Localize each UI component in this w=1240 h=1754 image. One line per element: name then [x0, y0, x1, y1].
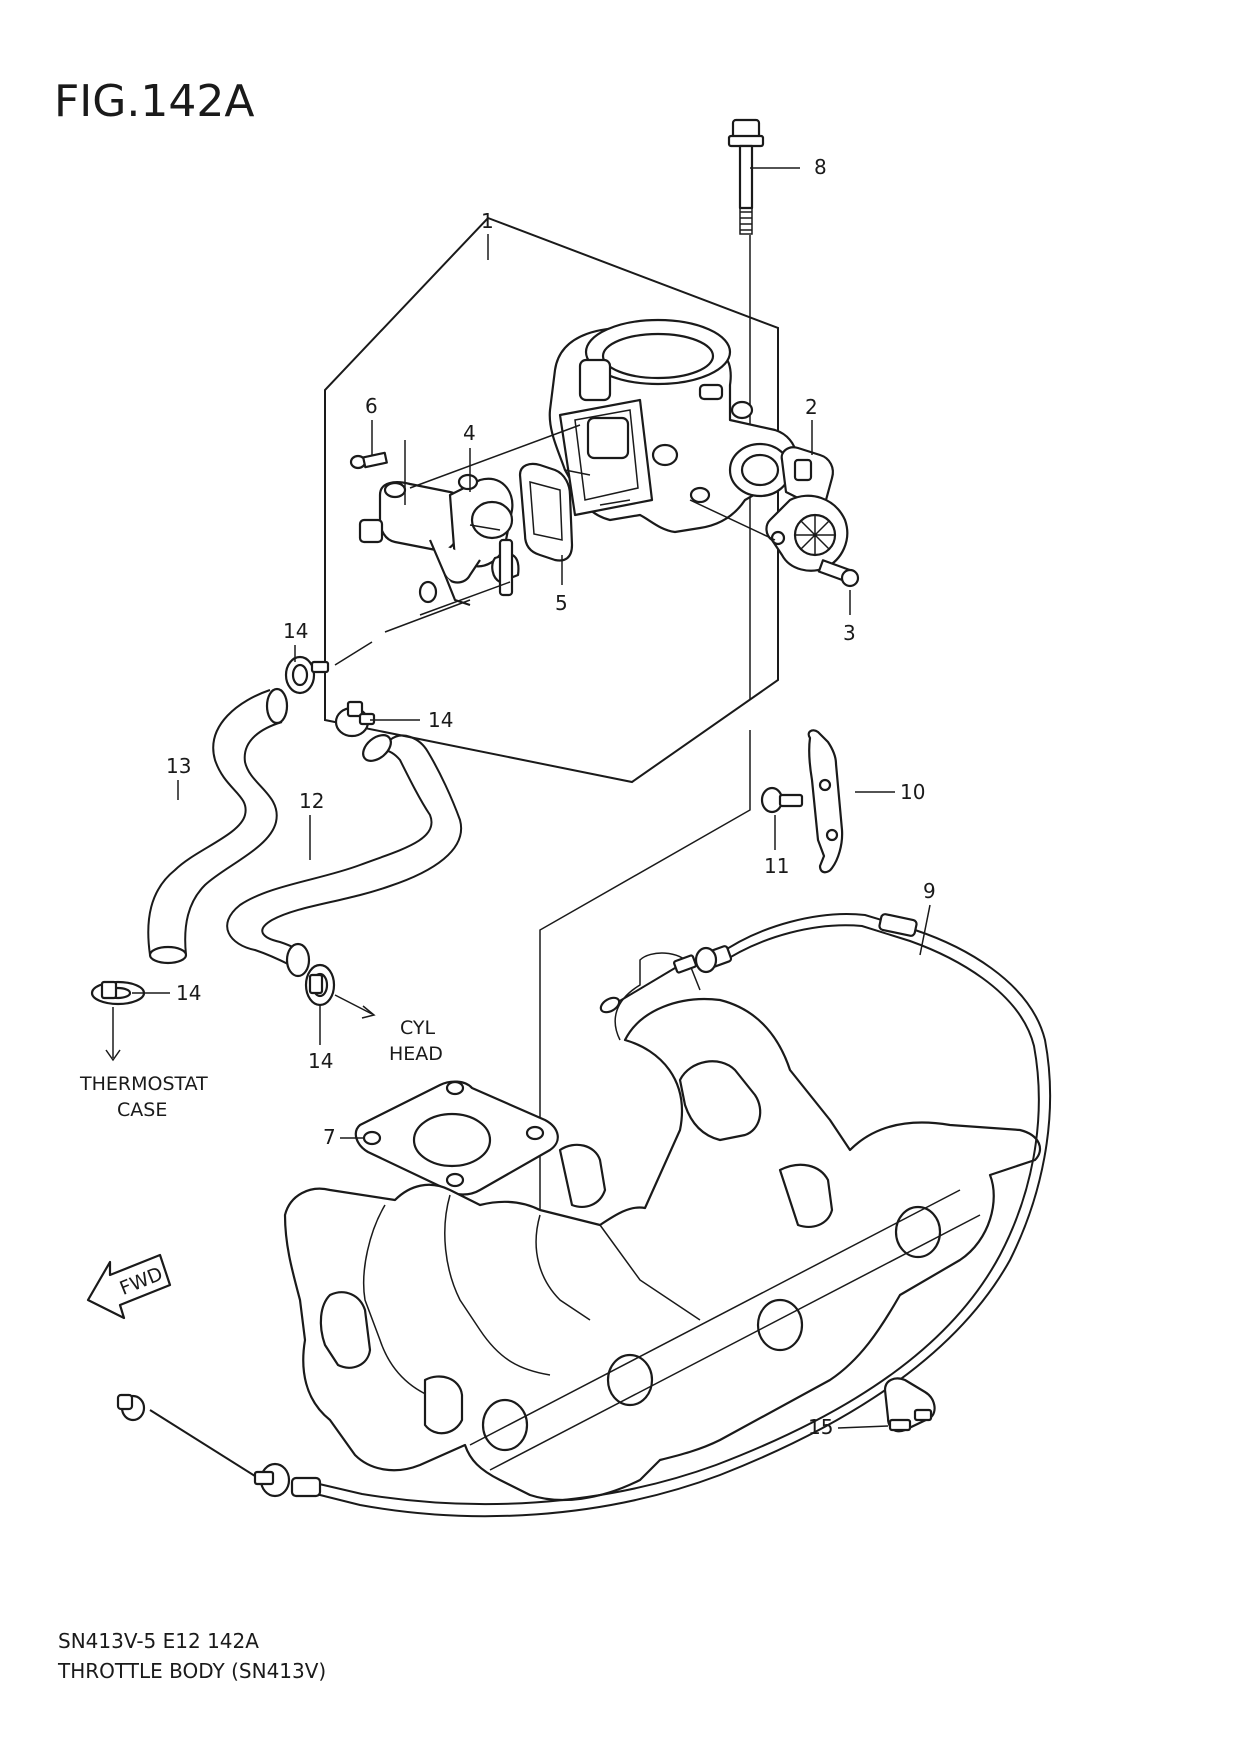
part-8-bolt [727, 118, 765, 235]
figure-code: SN413V-5 E12 142A [58, 1629, 259, 1653]
figure-title: FIG.142A [54, 76, 255, 127]
part-14-clamp-lower-left [90, 980, 146, 1006]
callout-13: 13 [166, 754, 191, 778]
thermostat-case-label-line2: CASE [117, 1099, 167, 1121]
part-9-throttle-cable [116, 913, 1052, 1518]
part-10-bracket [807, 729, 844, 874]
callout-15: 15 [808, 1415, 833, 1439]
part-2-throttle-position-sensor [765, 446, 849, 572]
arrow-to-thermostat-case [105, 1007, 121, 1062]
callout-14-d: 14 [308, 1049, 333, 1073]
part-4-idle-air-control-valve [358, 473, 520, 607]
part-6-screw [349, 451, 388, 470]
part-14-clamp-upper-left [284, 655, 330, 695]
part-11-bolt [760, 786, 804, 814]
intake-manifold [283, 952, 1042, 1502]
callout-7: 7 [323, 1125, 336, 1149]
part-14-clamp-lower-middle [304, 963, 336, 1007]
thermostat-case-label-line1: THERMOSTAT [79, 1073, 208, 1095]
callout-12: 12 [299, 789, 324, 813]
callout-9: 9 [923, 879, 936, 903]
callout-6: 6 [365, 394, 378, 418]
callout-2: 2 [805, 395, 818, 419]
part-15-cable-clip [883, 1377, 936, 1433]
arrow-to-cyl-head [334, 994, 376, 1019]
callout-leaders [132, 167, 931, 1429]
part-1-throttle-body [548, 318, 798, 534]
forward-direction-arrow: FWD [86, 1253, 172, 1320]
figure-name: THROTTLE BODY (SN413V) [58, 1659, 327, 1683]
cyl-head-label-line1: CYL [400, 1017, 436, 1039]
flange-guide-line [539, 730, 751, 1225]
callout-14-a: 14 [283, 619, 308, 643]
callout-5: 5 [555, 591, 568, 615]
callout-3: 3 [843, 621, 856, 645]
callout-10: 10 [900, 780, 925, 804]
part-3-screw [817, 559, 860, 588]
part-14-clamp-upper-right [334, 700, 376, 738]
assembly-group-hexagon [324, 216, 779, 784]
part-13-hose [147, 687, 289, 965]
callout-4: 4 [463, 421, 476, 445]
callout-11: 11 [764, 854, 789, 878]
callout-numbers: 1 2 3 4 5 6 7 8 9 10 11 12 13 14 14 14 1… [166, 155, 936, 1439]
callout-1: 1 [481, 209, 494, 233]
assembly-guide-lines [334, 424, 776, 666]
part-5-gasket [518, 462, 574, 562]
callout-8: 8 [814, 155, 827, 179]
callout-14-c: 14 [176, 981, 201, 1005]
part-12-hose [226, 734, 463, 978]
part-7-flange-gasket [354, 1080, 559, 1196]
cyl-head-label-line2: HEAD [389, 1043, 443, 1065]
destination-notes: THERMOSTAT CASE CYL HEAD [79, 1017, 443, 1121]
callout-14-b: 14 [428, 708, 453, 732]
